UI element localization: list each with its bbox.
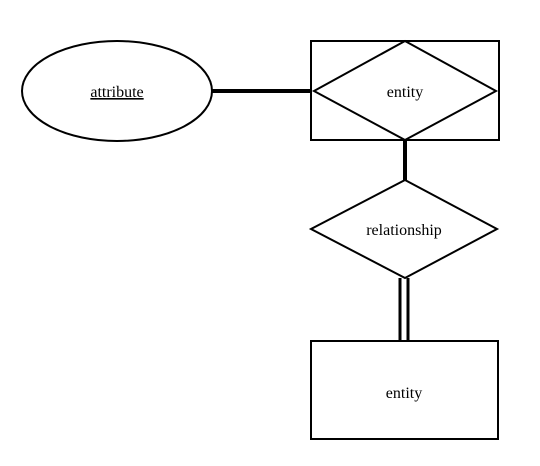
total-participation-connector bbox=[398, 278, 410, 341]
top-entity-node: entity bbox=[310, 39, 500, 142]
attribute-node: attribute bbox=[21, 40, 213, 142]
bottom-entity-label: entity bbox=[386, 385, 422, 402]
top-entity-label: entity bbox=[387, 84, 423, 101]
relationship-node: relationship bbox=[308, 178, 500, 280]
relationship-label: relationship bbox=[366, 222, 442, 239]
attribute-label: attribute bbox=[90, 84, 143, 101]
bottom-entity-node: entity bbox=[310, 340, 499, 440]
